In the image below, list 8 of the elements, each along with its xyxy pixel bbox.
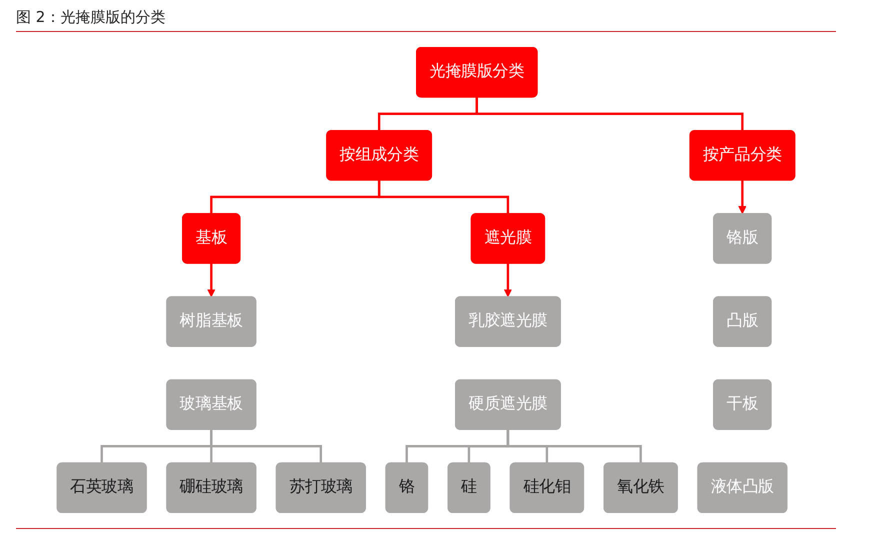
- connector: [378, 180, 510, 214]
- figure-title: 图 2：光掩膜版的分类: [16, 8, 166, 27]
- arrow: [738, 180, 746, 214]
- arrow: [207, 263, 216, 298]
- connector: [506, 429, 642, 463]
- connector: [210, 429, 322, 463]
- arrow: [504, 263, 512, 298]
- connector: [476, 97, 744, 131]
